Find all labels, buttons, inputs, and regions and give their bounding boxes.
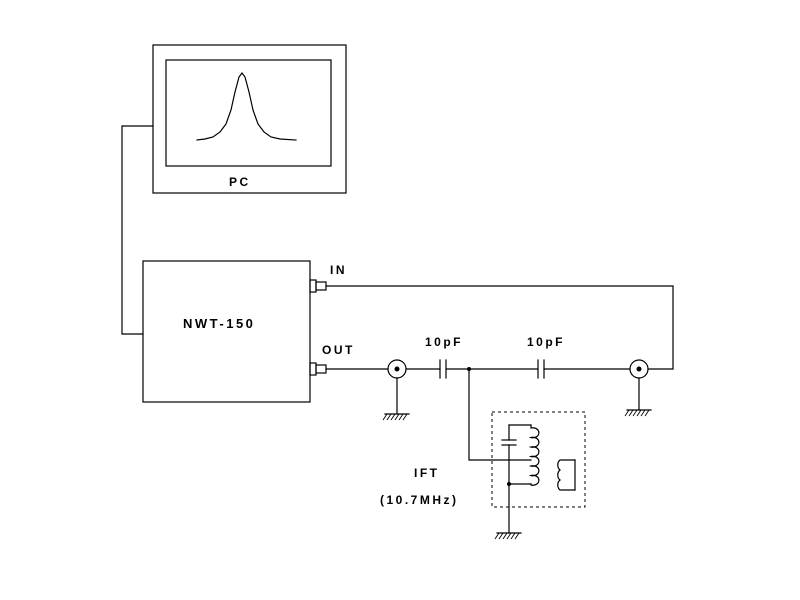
coax-connector-2: [624, 359, 652, 417]
analyzer-label: NWT-150: [183, 316, 255, 331]
in-connector-body: [309, 279, 317, 293]
in-port-label: IN: [330, 263, 347, 277]
coax-1-center: [394, 366, 400, 372]
analyzer-box: NWT-150 IN OUT: [142, 260, 355, 403]
ift-primary-coil: [528, 424, 540, 486]
pc-monitor-frame: [152, 44, 347, 194]
pc-screen: [165, 59, 332, 167]
in-connector-tip: [315, 281, 327, 291]
ground-symbol-2: [624, 409, 652, 417]
ift-junction-dot: [507, 482, 511, 486]
out-connector-tip: [315, 364, 327, 374]
resonance-curve: [196, 72, 297, 141]
pc-label: PC: [229, 175, 251, 189]
coax-connector-1: [382, 359, 410, 421]
analyzer-frame: [142, 260, 311, 403]
pc-cable: [121, 125, 154, 335]
ift-frequency-label: (10.7MHz): [380, 493, 459, 507]
ift-shield-box: [491, 411, 586, 508]
ground-symbol-1: [382, 413, 410, 421]
ift-label: IFT: [414, 466, 440, 480]
wire-to-ift: [468, 368, 532, 461]
ground-symbol-3: [494, 532, 522, 540]
out-connector-body: [309, 362, 317, 376]
ift-secondary-coil: [557, 459, 576, 491]
pc-monitor: PC: [152, 44, 347, 194]
in-return-wire: [325, 285, 674, 370]
ift-transformer: IFT (10.7MHz): [380, 411, 586, 540]
cap-2-label: 10pF: [527, 335, 565, 349]
capacitor-2: 10pF: [527, 335, 565, 379]
cap-1-label: 10pF: [425, 335, 463, 349]
out-port-label: OUT: [322, 343, 355, 357]
coax-2-center: [636, 366, 642, 372]
capacitor-1: 10pF: [425, 335, 463, 379]
